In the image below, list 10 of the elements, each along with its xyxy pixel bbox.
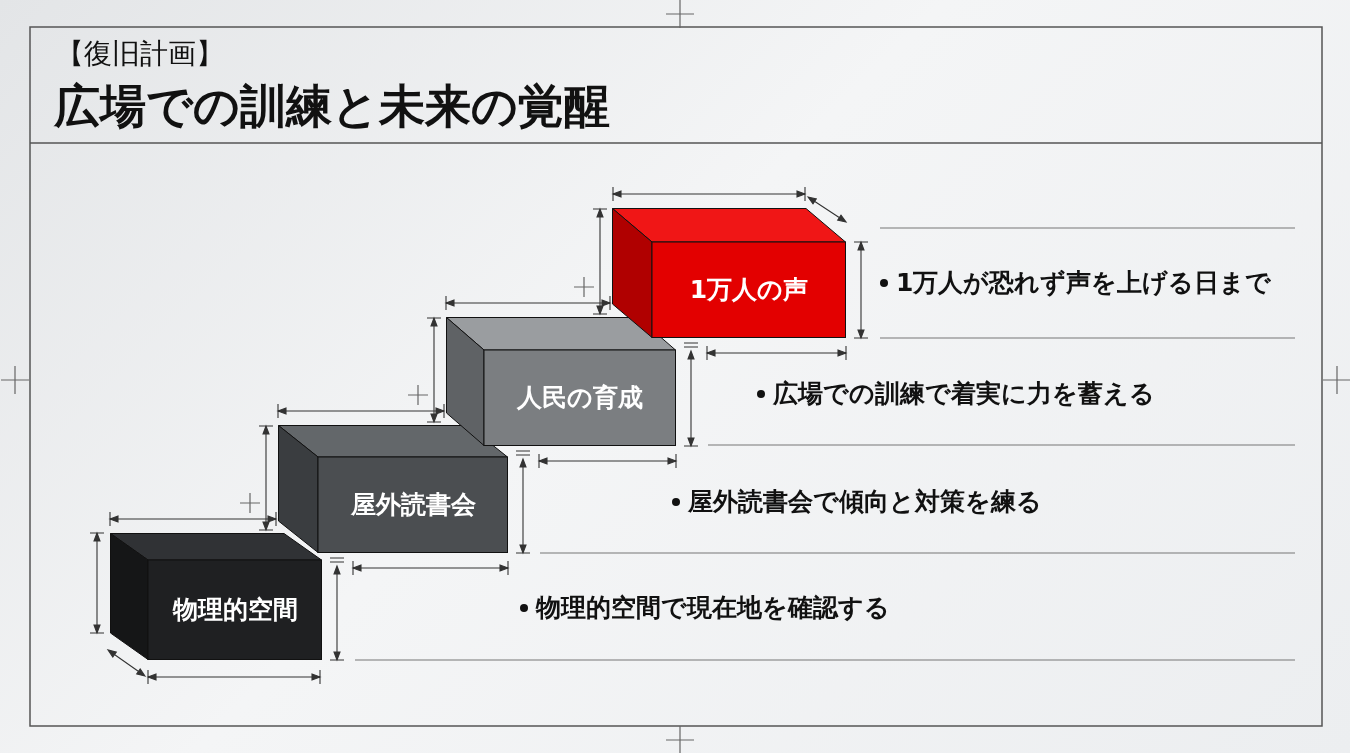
bullet-text: 1万人が恐れず声を上げる日まで — [896, 267, 1272, 299]
block-label: 1万人の声 — [689, 274, 809, 306]
slide-title: 広場での訓練と未来の覚醒 — [54, 78, 610, 135]
section-label: 【復旧計画】 — [56, 36, 224, 72]
bullet-text: 広場での訓練で着実に力を蓄える — [773, 378, 1155, 410]
bullet-text: 屋外読書会で傾向と対策を練る — [688, 486, 1042, 518]
block-label: 人民の育成 — [517, 382, 643, 414]
bullet-text: 物理的空間で現在地を確認する — [536, 592, 890, 624]
block-label: 屋外読書会 — [350, 489, 476, 521]
block-label: 物理的空間 — [172, 594, 298, 626]
